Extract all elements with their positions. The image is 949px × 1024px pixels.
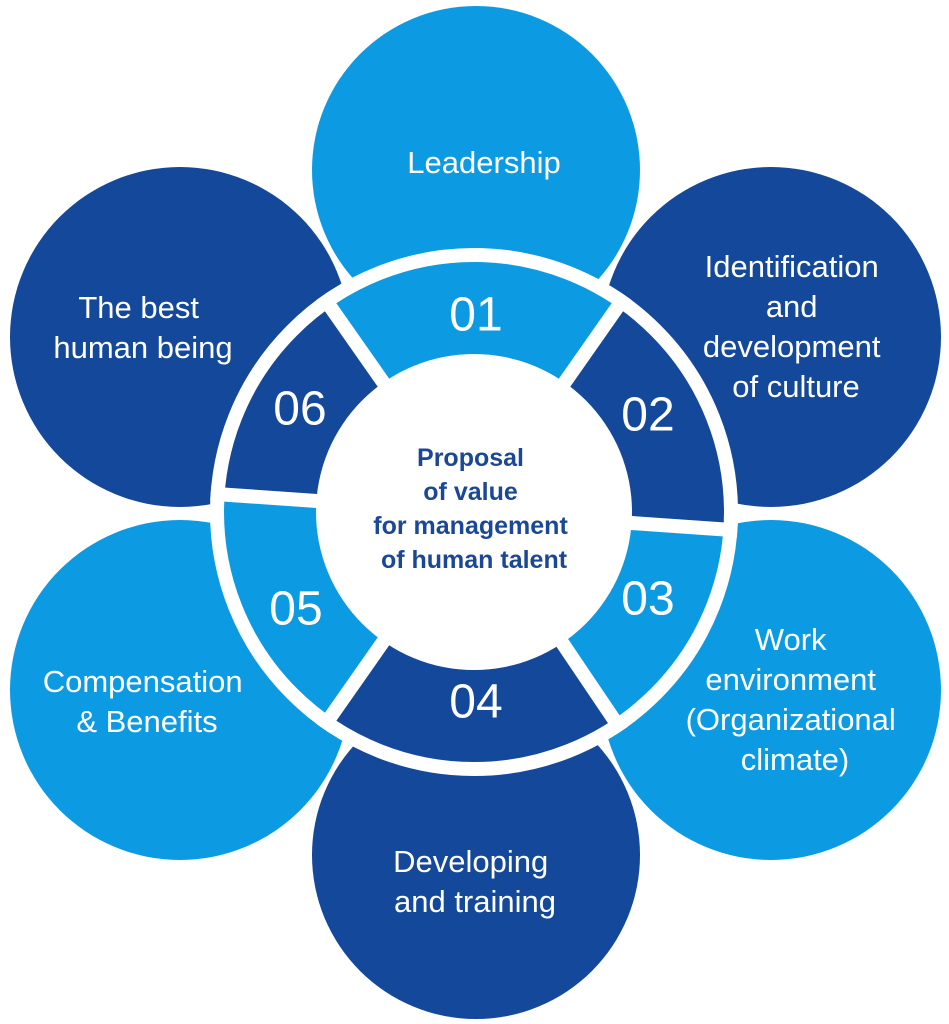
petal-label-02-line-4: of culture [732,369,860,404]
center-line-2: of value [423,478,518,506]
petal-label-01-line-1: Leadership [407,145,560,180]
petal-label-05: Compensation & Benefits [43,664,252,739]
petal-label-02-line-3: development [703,329,881,364]
sector-numbers: 01 02 03 04 05 06 [269,289,674,729]
petal-label-04-line-1: Developing [393,844,548,879]
center-line-3: for management [373,512,568,540]
petal-label-05-line-1: Compensation [43,664,243,699]
center-title: Proposal of value for management of huma… [373,444,574,574]
petal-circle-01 [312,6,640,334]
petal-label-02-line-1: Identification [705,249,879,284]
petal-label-01: Leadership [407,145,560,180]
petal-circle-04 [312,691,640,1019]
sector-number-02: 02 [621,389,674,442]
sector-number-06: 06 [273,383,326,436]
petal-label-06-line-2: human being [53,330,232,365]
petal-label-03-line-4: climate) [741,742,850,777]
petal-label-03-line-3: (Organizational [686,702,896,737]
petal-label-02: Identification and development of cultur… [703,249,889,404]
petal-label-03-line-1: Work [755,622,827,657]
center-line-4: of human talent [381,546,568,574]
petal-label-04: Developing and training [393,844,557,919]
petal-label-06: The best human being [53,290,232,365]
center-circle [316,354,632,670]
petal-label-04-line-2: and training [394,884,556,919]
sector-number-04: 04 [449,676,502,729]
sector-number-05: 05 [269,583,322,636]
sector-number-03: 03 [621,573,674,626]
petal-labels: Leadership Identification and developmen… [43,145,905,919]
ring-band [210,248,738,776]
petal-label-02-line-2: and [766,289,818,324]
petal-label-05-line-2: & Benefits [76,704,217,739]
petal-label-03: Work environment (Organizational climate… [686,622,905,777]
center-line-1: Proposal [417,444,524,472]
petal-label-06-line-1: The best [78,290,199,325]
sector-number-01: 01 [449,289,502,342]
petal-label-03-line-2: environment [705,662,876,697]
